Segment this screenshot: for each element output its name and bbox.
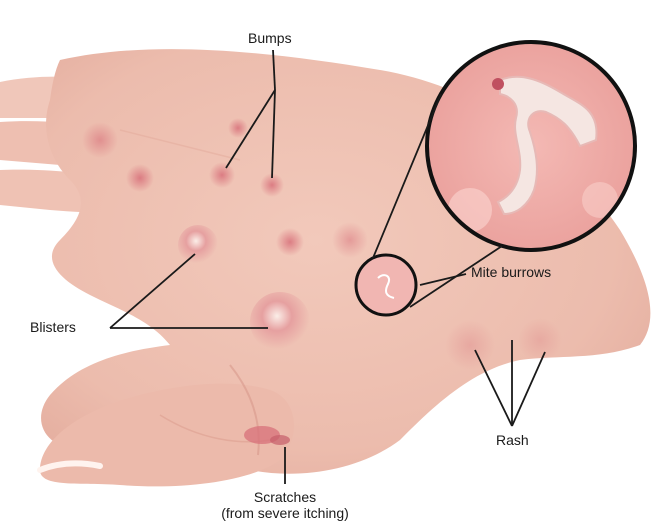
burrow-zoom: [427, 42, 635, 250]
label-scratches-line1: Scratches: [215, 489, 355, 505]
label-mite-burrows: Mite burrows: [471, 264, 551, 280]
label-bumps: Bumps: [248, 30, 292, 46]
label-scratches: Scratches (from severe itching): [215, 489, 355, 521]
burrow-small-circle: [356, 255, 416, 315]
label-scratches-line2: (from severe itching): [215, 505, 355, 521]
label-rash: Rash: [496, 432, 529, 448]
label-blisters: Blisters: [30, 319, 76, 335]
